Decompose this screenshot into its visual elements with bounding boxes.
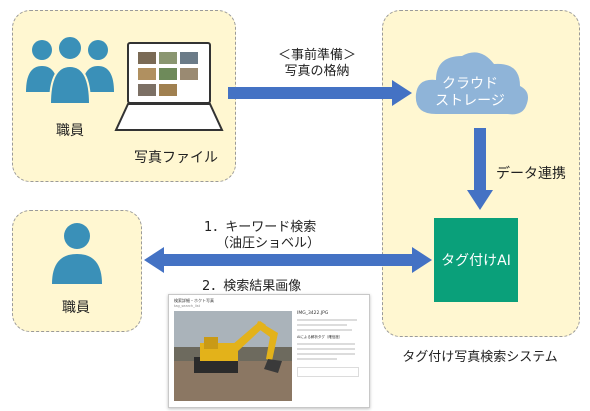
search-result-arrow [144,247,432,273]
arrow-top-line2: 写真の格納 [284,64,350,79]
search-line1: 1．キーワード検索 [204,220,317,235]
excavator-photo [174,311,292,401]
result-subtitle: tag_search_list [174,304,201,308]
people-group-icon [26,35,114,105]
result-label: 2．検索結果画像 [202,279,302,294]
result-section: AIによる解析タグ（確信度） [297,335,343,339]
staff-top-label: 職員 [56,123,84,139]
data-link-arrow [467,128,493,210]
tag-ai-box [434,218,518,302]
cloud-icon [415,52,528,115]
cloud-label-1: クラウド [442,76,498,92]
laptop-icon [114,42,224,131]
result-file-name: IMG_3422.JPG [297,311,329,316]
result-title: 検索詳細・ホクト写真 [174,298,214,303]
arrow-top-line1: ＜事前準備＞ [277,48,356,63]
staff-bottom-label: 職員 [62,300,90,316]
person-icon [52,223,102,284]
photo-file-label: 写真ファイル [134,150,218,166]
data-link-label: データ連携 [496,166,566,182]
storage-arrow [228,80,412,106]
tag-ai-label: タグ付けAI [441,253,511,269]
system-label: タグ付け写真検索システム [402,350,558,365]
cloud-label-2: ストレージ [435,93,505,109]
search-line2: （油圧ショベル） [216,236,321,251]
result-screenshot: 検索詳細・ホクト写真 tag_search_list IMG_3422.JPG … [168,294,370,408]
